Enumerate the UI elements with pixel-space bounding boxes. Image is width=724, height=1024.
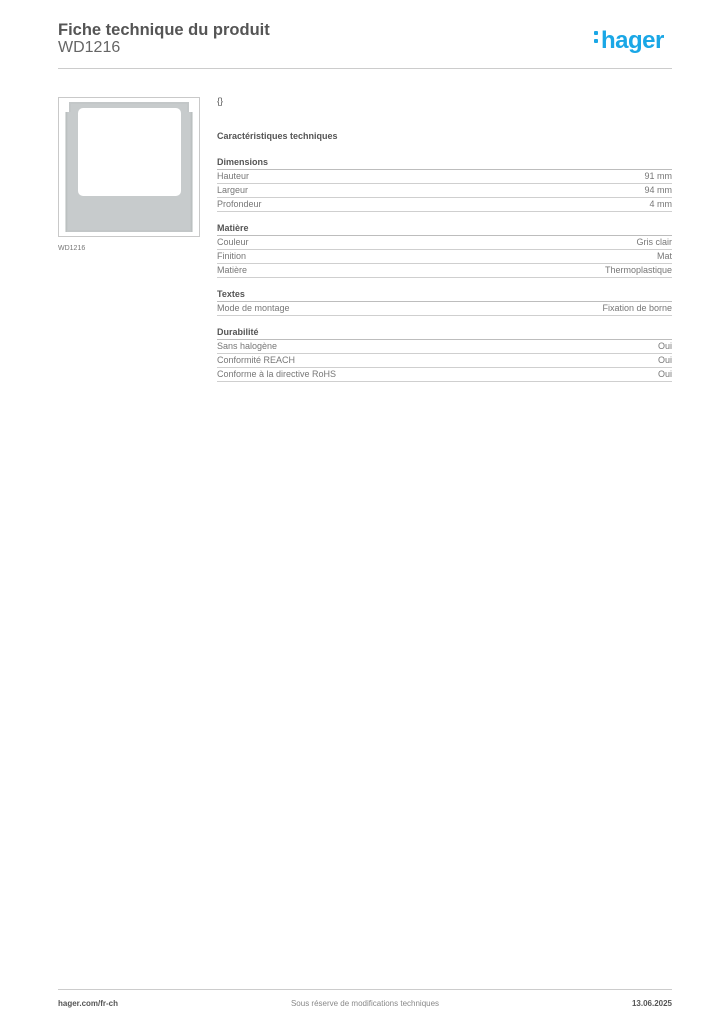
spec-label: Profondeur (217, 199, 262, 209)
section-title: Dimensions (217, 156, 672, 170)
section-dimensions: Dimensions Hauteur 91 mm Largeur 94 mm P… (217, 156, 672, 212)
spec-row: Profondeur 4 mm (217, 198, 672, 212)
spec-row: Mode de montage Fixation de borne (217, 302, 672, 316)
spec-value: Oui (657, 355, 672, 365)
product-code: WD1216 (58, 39, 121, 56)
spec-row: Couleur Gris clair (217, 236, 672, 250)
spec-label: Largeur (217, 185, 249, 195)
section-textes: Textes Mode de montage Fixation de borne (217, 288, 672, 316)
product-image-frame (58, 97, 200, 237)
spec-label: Matière (217, 265, 248, 275)
spec-value: Oui (657, 341, 672, 351)
footer-disclaimer: Sous réserve de modifications techniques (290, 999, 440, 1008)
section-title: Durabilité (217, 326, 672, 340)
hager-logo: hager (594, 27, 664, 55)
product-image (65, 102, 193, 232)
spec-value: Gris clair (636, 237, 673, 247)
spec-label: Hauteur (217, 171, 250, 181)
header-divider (58, 68, 672, 69)
spec-value: Thermoplastique (604, 265, 672, 275)
page-footer: hager.com/fr-ch Sous réserve de modifica… (58, 999, 672, 1011)
spec-row: Matière Thermoplastique (217, 264, 672, 278)
specifications: {} Caractéristiques techniques Dimension… (217, 95, 672, 382)
logo-colon-icon (594, 28, 599, 47)
spec-label: Conformité REACH (217, 355, 296, 365)
spec-value: Mat (656, 251, 672, 261)
spec-row: Conforme à la directive RoHS Oui (217, 368, 672, 382)
spec-label: Sans halogène (217, 341, 278, 351)
section-durabilite: Durabilité Sans halogène Oui Conformité … (217, 326, 672, 382)
footer-website-link[interactable]: hager.com/fr-ch (58, 999, 119, 1008)
spec-value: 94 mm (644, 185, 672, 195)
logo-text: hager (601, 27, 664, 54)
spec-value: Oui (657, 369, 672, 379)
section-title: Matière (217, 222, 672, 236)
section-title: Textes (217, 288, 672, 302)
spec-value: 4 mm (649, 199, 673, 209)
spec-row: Largeur 94 mm (217, 184, 672, 198)
tech-section-title: Caractéristiques techniques (217, 131, 338, 141)
spec-label: Finition (217, 251, 247, 261)
empty-description: {} (217, 96, 224, 106)
spec-label: Mode de montage (217, 303, 290, 313)
page-title: Fiche technique du produit (58, 21, 270, 39)
spec-label: Conforme à la directive RoHS (217, 369, 337, 379)
section-matiere: Matière Couleur Gris clair Finition Mat … (217, 222, 672, 278)
spec-value: Fixation de borne (602, 303, 672, 313)
spec-row: Finition Mat (217, 250, 672, 264)
spec-row: Conformité REACH Oui (217, 354, 672, 368)
spec-row: Hauteur 91 mm (217, 170, 672, 184)
spec-value: 91 mm (644, 171, 672, 181)
spec-row: Sans halogène Oui (217, 340, 672, 354)
product-image-caption: WD1216 (58, 245, 86, 252)
footer-divider (58, 989, 672, 990)
spec-label: Couleur (217, 237, 249, 247)
footer-date: 13.06.2025 (631, 999, 672, 1008)
